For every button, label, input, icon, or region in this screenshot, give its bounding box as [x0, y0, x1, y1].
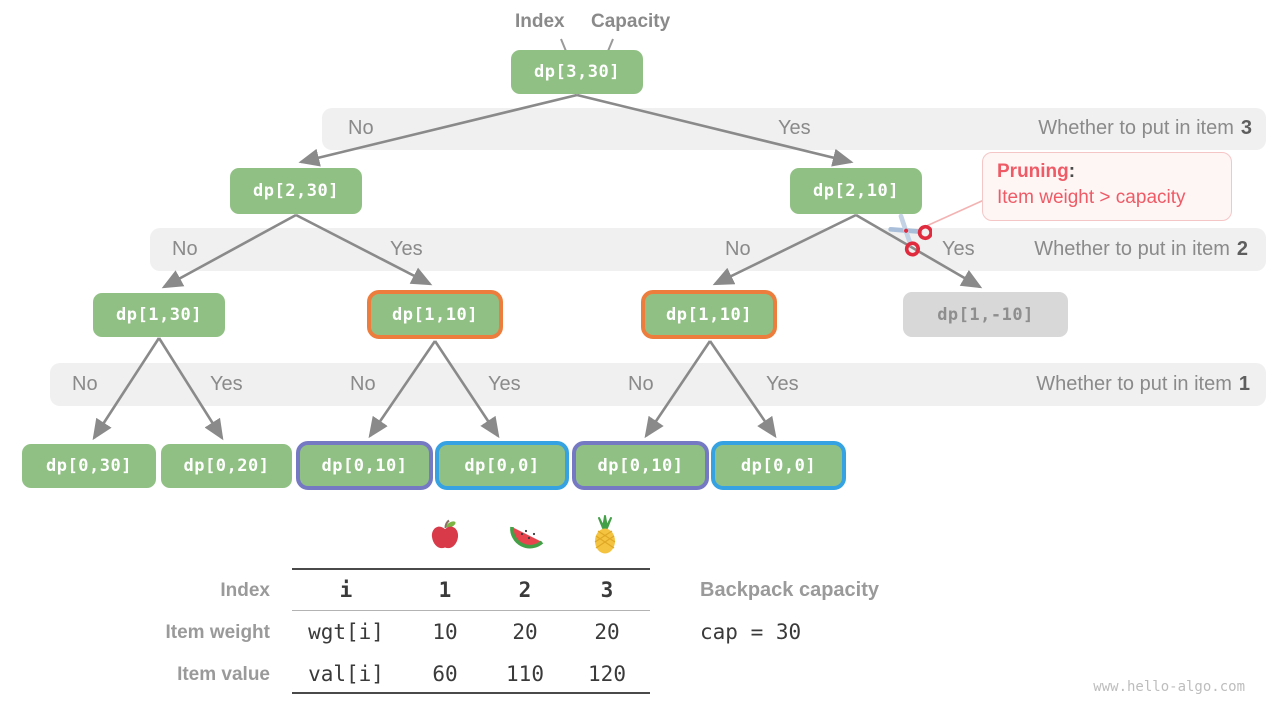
band-title-item3: Whether to put in item 3	[1038, 117, 1252, 140]
dp-node: dp[2,10]	[790, 168, 922, 214]
table-cell: 2	[518, 578, 532, 602]
dp-node-highlighted-blue: dp[0,0]	[435, 441, 569, 490]
band-title-number: 2	[1236, 238, 1248, 260]
band-title-text: Whether to put in item	[1038, 117, 1234, 139]
watermark: www.hello-algo.com	[1093, 679, 1245, 695]
watermelon-icon	[510, 526, 544, 549]
table-rule-top	[292, 568, 650, 570]
table-rule-middle	[292, 610, 650, 611]
table-cell: 10	[432, 620, 458, 644]
edge-label-no: No	[172, 238, 198, 260]
edge-label-yes: Yes	[778, 117, 811, 139]
edge-label-yes: Yes	[766, 373, 799, 395]
capacity-label: Capacity	[591, 11, 671, 32]
table-rule-bottom	[292, 692, 650, 694]
table-cell: wgt[i]	[308, 620, 384, 644]
apple-icon	[431, 519, 459, 549]
dp-node-highlighted-orange: dp[1,10]	[367, 290, 503, 339]
table-row-label-value: Item value	[177, 664, 270, 685]
table-cell: 120	[588, 662, 626, 686]
table-row-label-weight: Item weight	[165, 622, 270, 643]
edge-label-yes: Yes	[942, 238, 975, 260]
edge-label-yes: Yes	[210, 373, 243, 395]
dp-node-highlighted-purple: dp[0,10]	[296, 441, 433, 490]
table-cell: 60	[432, 662, 458, 686]
pineapple-icon	[594, 515, 616, 554]
dp-node-highlighted-blue: dp[0,0]	[711, 441, 846, 490]
band-title-item2: Whether to put in item 2	[1034, 238, 1248, 261]
table-cell: 1	[438, 578, 452, 602]
table-cell: 20	[594, 620, 620, 644]
table-cell: i	[339, 578, 353, 602]
dp-node: dp[1,30]	[93, 293, 225, 337]
scissors-icon	[888, 213, 932, 257]
dp-node: dp[2,30]	[230, 168, 362, 214]
edge-label-no: No	[350, 373, 376, 395]
band-title-number: 3	[1240, 117, 1252, 139]
pruning-colon: :	[1068, 161, 1076, 182]
pruning-body: Item weight > capacity	[997, 187, 1186, 208]
band-title-number: 1	[1238, 373, 1250, 395]
backpack-capacity-value: cap = 30	[700, 620, 802, 644]
dp-node-highlighted-orange: dp[1,10]	[641, 290, 777, 339]
table-cell: 20	[512, 620, 538, 644]
pruning-callout: Pruning: Item weight > capacity	[982, 152, 1232, 221]
edge-label-no: No	[72, 373, 98, 395]
table-cell: 110	[506, 662, 544, 686]
index-label: Index	[515, 11, 565, 32]
dp-node-root: dp[3,30]	[511, 50, 643, 94]
band-title-text: Whether to put in item	[1034, 238, 1230, 260]
band-title-item1: Whether to put in item 1	[1036, 373, 1250, 396]
edge-label-no: No	[725, 238, 751, 260]
dp-node-highlighted-purple: dp[0,10]	[572, 441, 709, 490]
table-cell: 3	[600, 578, 614, 602]
edge-label-yes: Yes	[390, 238, 423, 260]
edge-label-no: No	[628, 373, 654, 395]
table-cell: val[i]	[308, 662, 384, 686]
dp-node: dp[0,20]	[161, 444, 292, 488]
table-row-label-index: Index	[220, 580, 270, 601]
pruning-title: Pruning	[997, 161, 1069, 182]
band-title-text: Whether to put in item	[1036, 373, 1232, 395]
edge-label-yes: Yes	[488, 373, 521, 395]
dp-node: dp[0,30]	[22, 444, 156, 488]
backpack-capacity-label: Backpack capacity	[700, 579, 880, 601]
edge-label-no: No	[348, 117, 374, 139]
dp-node-pruned: dp[1,-10]	[903, 292, 1068, 337]
